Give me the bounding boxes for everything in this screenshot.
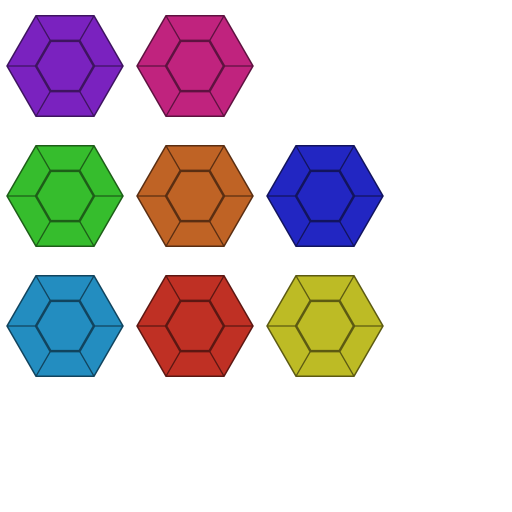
gem-facet-line	[338, 145, 355, 172]
gem-facet-line	[295, 275, 312, 302]
gem-facet-line	[165, 145, 182, 172]
gem-orange[interactable]	[136, 145, 254, 247]
gem-facet-line	[208, 15, 225, 42]
gem-facet-line	[35, 90, 52, 117]
gem-facet-line	[78, 145, 95, 172]
gem-facet-line	[35, 350, 52, 377]
gem-facet-line	[35, 145, 52, 172]
gem-table-facet	[34, 169, 96, 223]
gem-facet-line	[208, 220, 225, 247]
gem-facet-line	[338, 275, 355, 302]
gem-magenta[interactable]	[136, 15, 254, 117]
gem-facet-line	[338, 220, 355, 247]
gem-green[interactable]	[6, 145, 124, 247]
gem-facet-line	[208, 90, 225, 117]
gem-table-facet	[164, 39, 226, 93]
gem-facet-line	[295, 350, 312, 377]
gem-facet-line	[78, 350, 95, 377]
gem-cyan[interactable]	[6, 275, 124, 377]
gem-facet-line	[208, 275, 225, 302]
gem-facet-line	[35, 220, 52, 247]
gem-facet-line	[208, 350, 225, 377]
gem-table-facet	[294, 299, 356, 353]
gem-table-facet	[164, 169, 226, 223]
gem-facet-line	[165, 90, 182, 117]
gem-facet-line	[78, 275, 95, 302]
gem-yellow[interactable]	[266, 275, 384, 377]
gem-facet-line	[295, 145, 312, 172]
gem-facet-line	[295, 220, 312, 247]
gem-facet-line	[35, 15, 52, 42]
gem-facet-line	[165, 275, 182, 302]
gem-table-facet	[164, 299, 226, 353]
gem-facet-line	[35, 275, 52, 302]
gem-red[interactable]	[136, 275, 254, 377]
gem-facet-line	[78, 15, 95, 42]
gem-purple[interactable]	[6, 15, 124, 117]
gem-facet-line	[78, 220, 95, 247]
gem-blue[interactable]	[266, 145, 384, 247]
gem-table-facet	[294, 169, 356, 223]
gem-facet-line	[165, 15, 182, 42]
gem-table-facet	[34, 39, 96, 93]
gem-facet-line	[165, 220, 182, 247]
gem-facet-line	[208, 145, 225, 172]
gem-facet-line	[78, 90, 95, 117]
gem-table-facet	[34, 299, 96, 353]
gem-facet-line	[165, 350, 182, 377]
gem-facet-line	[338, 350, 355, 377]
